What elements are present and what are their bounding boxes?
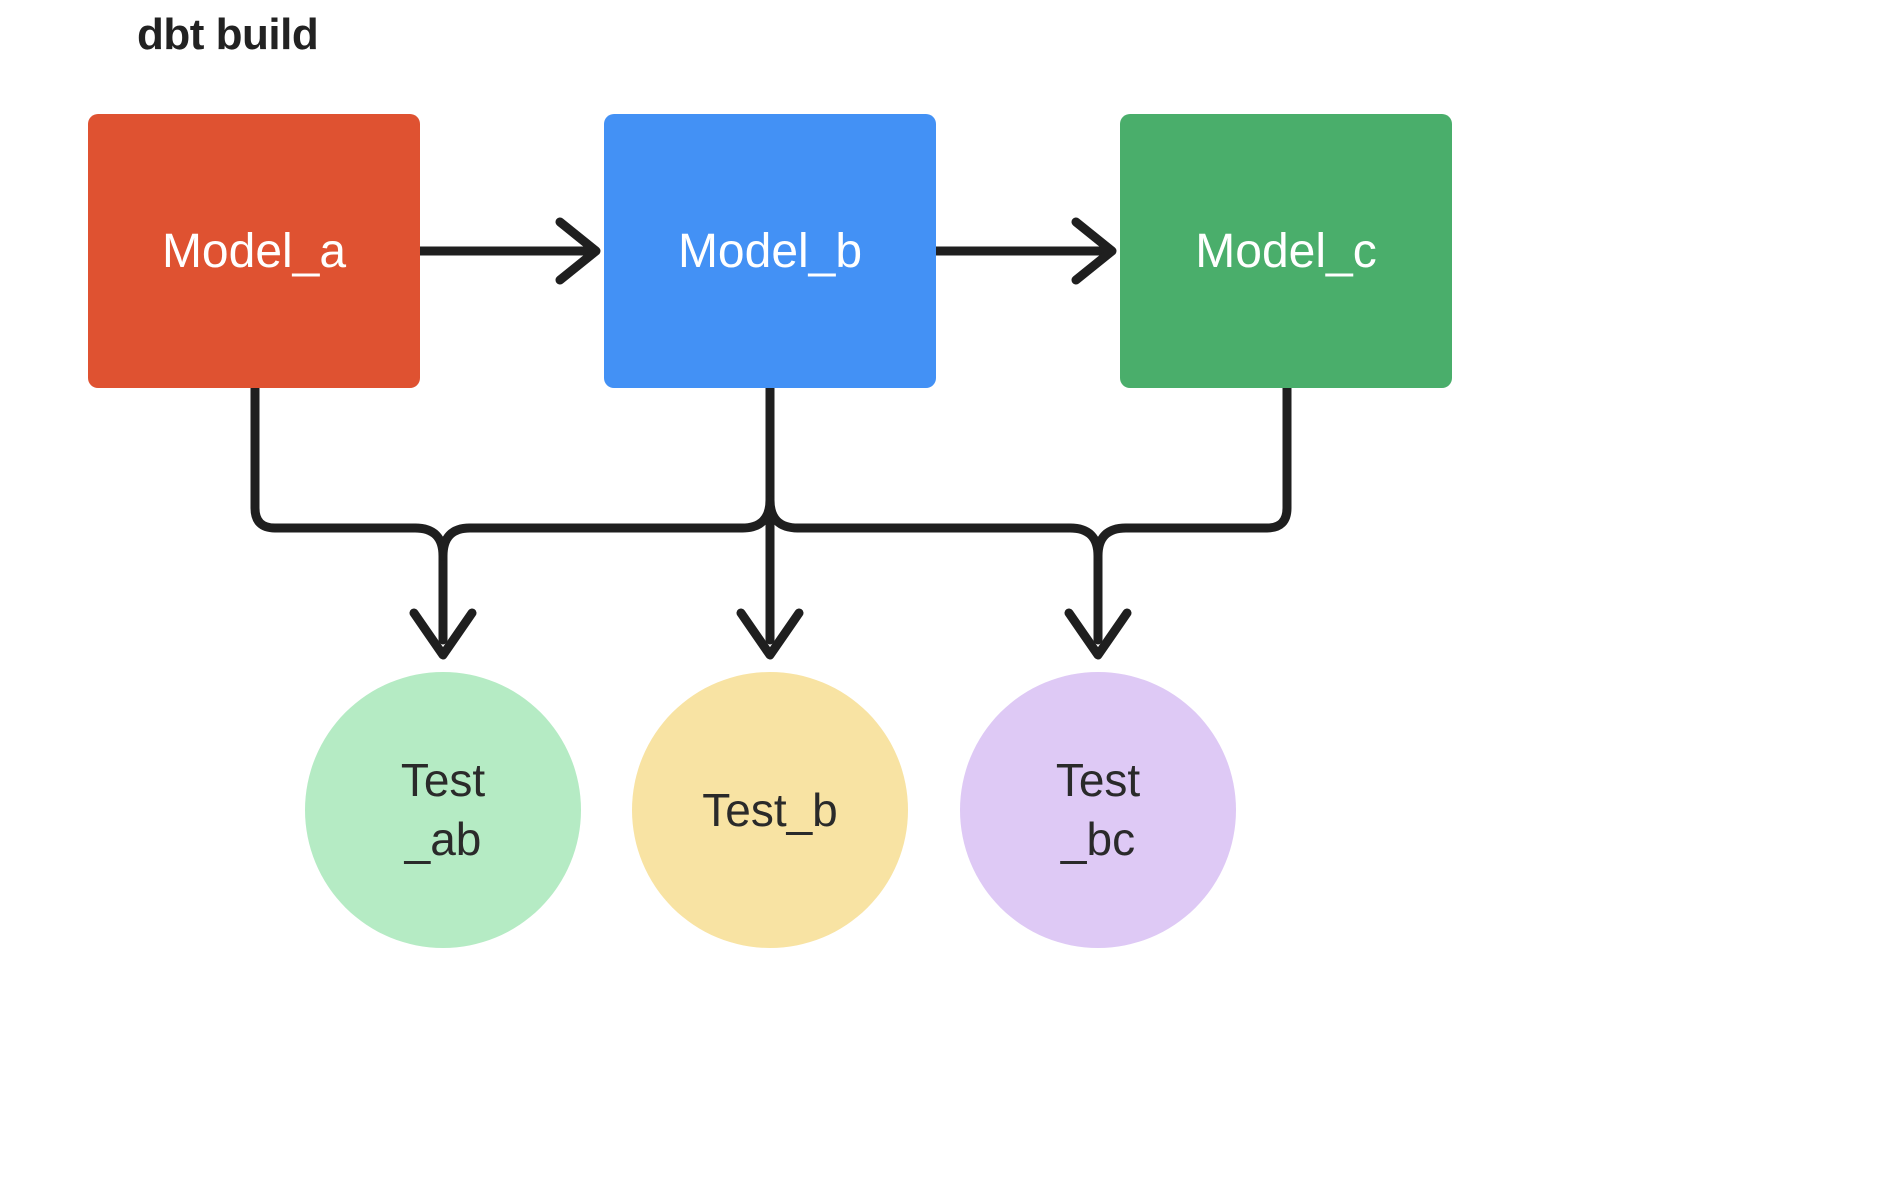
node-model-c[interactable]: Model_c <box>1120 114 1452 388</box>
node-test-ab[interactable]: Test _ab <box>305 672 581 948</box>
node-test-bc-label: Test _bc <box>1055 754 1141 865</box>
arrowhead-model-c <box>1071 217 1117 285</box>
edge-bus-join-right <box>1065 523 1103 645</box>
node-model-b-label: Model_b <box>677 224 863 278</box>
edge-bus-left <box>410 523 448 645</box>
arrowhead-model-b <box>555 217 601 285</box>
node-model-b[interactable]: Model_b <box>604 114 936 388</box>
node-test-ab-label: Test _ab <box>400 754 486 865</box>
edge-bus-join-left <box>438 523 475 561</box>
edge-bus-curve-b-left <box>737 495 775 533</box>
diagram-title: dbt build <box>137 10 319 59</box>
node-test-bc[interactable]: Test _bc <box>960 672 1236 948</box>
arrowhead-test-bc <box>1064 608 1132 660</box>
node-test-b[interactable]: Test_b <box>632 672 908 948</box>
node-test-b-label: Test_b <box>702 783 838 836</box>
node-model-c-label: Model_c <box>1195 224 1377 278</box>
edge-bus-join-right-2 <box>1093 523 1131 561</box>
node-model-a[interactable]: Model_a <box>88 114 420 388</box>
arrowhead-test-b <box>736 608 804 660</box>
edge-bus-right-to-c <box>1121 383 1292 533</box>
edge-bus-curve-b-right <box>765 495 803 533</box>
arrowhead-test-ab <box>409 608 477 660</box>
node-model-a-label: Model_a <box>161 224 347 278</box>
edge-drop-model-a <box>250 383 420 533</box>
